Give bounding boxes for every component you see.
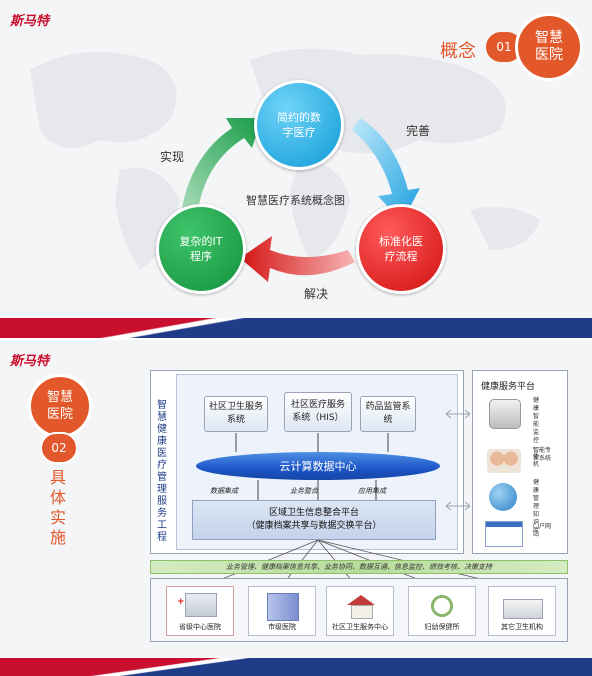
smart-hospital-badge: 智慧医院 (515, 13, 583, 81)
bottom-stripe (0, 658, 592, 676)
node-digital-medicine: 简约的数字医疗 (254, 80, 344, 170)
vertical-label: 智慧健康医疗管理服务工程 (157, 400, 167, 543)
cloud-data-center: 云计算数据中心 (196, 452, 440, 480)
flow-business-integration: 业务整合 (290, 487, 318, 495)
facility-city-hospital: 市级医院 (248, 586, 316, 636)
experts-icon (487, 449, 521, 473)
facility-other-institutions: 其它卫生机构 (488, 586, 556, 636)
arrow-solve (240, 236, 355, 282)
globe-icon (489, 483, 517, 511)
label-realize: 实现 (160, 150, 185, 164)
flow-data-integration: 数据集成 (210, 487, 238, 495)
building-icon (267, 593, 299, 621)
facility-community-center: 社区卫生服务中心 (326, 586, 394, 636)
health-service-platform: 健康服务平台 健康智能监控一体机 智能专家系统 健康管理知识库 门户网站 (472, 370, 568, 554)
section-title: 概念 (440, 41, 476, 62)
hospital-icon (185, 593, 217, 617)
arrow-realize (182, 118, 262, 210)
regional-platform: 区域卫生信息整合平台 （健康档案共享与数据交换平台） (192, 500, 436, 540)
device-icon (489, 399, 521, 429)
health-item-monitor: 健康智能监控一体机 (533, 397, 540, 468)
facility-provincial-hospital: + 省级中心医院 (166, 586, 234, 636)
system-community-health: 社区卫生服务系统 (204, 396, 268, 432)
node-complex-it: 复杂的IT程序 (156, 204, 246, 294)
section-title: 具体实施 (50, 468, 67, 547)
facility-maternal-child: 妇幼保健所 (408, 586, 476, 636)
health-item-expert: 智能专家系统 (533, 447, 552, 462)
company-logo: 斯马特 (10, 354, 50, 369)
health-item-portal: 门户网站 (533, 523, 552, 538)
clinic-icon (503, 599, 543, 619)
flow-application-integration: 应用集成 (358, 487, 386, 495)
diagram-title: 智慧医疗系统概念图 (246, 194, 345, 207)
arrow-improve (352, 118, 420, 222)
cycle-arrows (182, 118, 420, 282)
bottom-stripe (0, 318, 592, 338)
house-icon (347, 595, 375, 605)
system-drug-supervision: 药品监管系统 (360, 396, 416, 432)
badge-label: 智慧医院 (535, 30, 563, 63)
services-banner: 业务管理、健康档案信息共享、业务协同、数据互通、信息监控、绩效考核、决策支持 (150, 560, 568, 574)
node-standard-process: 标准化医疗流程 (356, 204, 446, 294)
concept-slide: 斯马特 概念 01 智慧医院 简约的数字医疗 标准化医疗流程 复杂 (0, 0, 592, 338)
company-logo: 斯马特 (10, 14, 50, 29)
label-solve: 解决 (304, 287, 329, 301)
family-icon (427, 593, 457, 619)
label-improve: 完善 (406, 124, 431, 138)
section-number: 01 (496, 40, 512, 54)
system-community-his: 社区医疗服务系统（HIS） (284, 392, 352, 432)
health-platform-title: 健康服务平台 (481, 382, 536, 392)
health-item-knowledge: 健康管理知识库 (533, 479, 540, 534)
implementation-slide: 斯马特 智慧医院 02 具体实施 智慧健康医疗管理服务工程 社区卫生服务系统 社… (0, 340, 592, 676)
section-number-badge: 02 (40, 432, 78, 464)
portal-icon (485, 521, 523, 547)
